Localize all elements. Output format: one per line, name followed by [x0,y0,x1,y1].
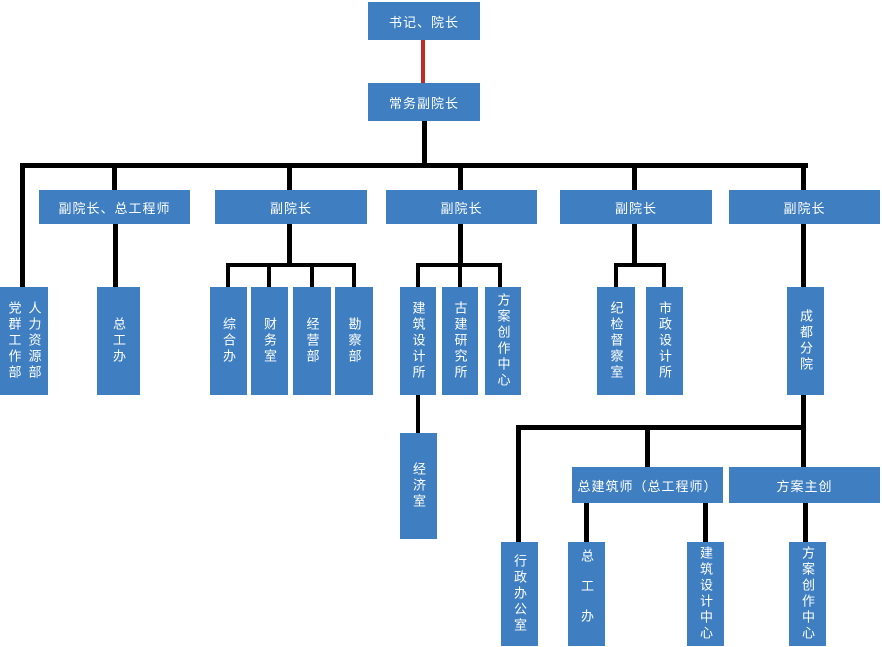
connector-drop-scheme-lead [801,425,806,467]
node-label: 建筑设计所 [410,301,426,381]
node-label: 古建研究所 [452,301,468,381]
connector-vp5-chengdu [801,224,806,287]
node-label: 方案创作中心 [800,546,815,642]
node-party-masses-hr-depts: 党群工作部 人力资源部 [0,287,48,395]
node-scheme-creation-center: 方案创作中心 [485,287,521,395]
node-vp-5: 副院长 [729,190,880,224]
connector-drop-discipline [614,263,618,287]
connector-drop-business [310,263,314,287]
connector-exec-trunk [422,121,427,168]
connector-drop-scheme-center [498,263,502,287]
node-ancient-architecture-institute: 古建研究所 [442,287,478,395]
connector-vp3-trunk [458,224,463,263]
node-admin-office: 行政办公室 [501,542,538,646]
node-label: 成都分院 [798,309,813,373]
node-label: 副院长、总工程师 [58,200,171,216]
node-vp-3: 副院长 [386,190,537,224]
node-label: 市政设计所 [657,301,672,381]
node-chief-engineer-office: 总工办 [97,287,140,395]
connector-main-horizontal [20,163,808,168]
node-vp-chief-engineer: 副院长、总工程师 [39,190,190,224]
node-chengdu-branch: 成都分院 [787,287,824,395]
connector-drop-depts [20,163,25,287]
node-executive-vp: 常务副院长 [368,83,480,121]
connector-drop-ancient-arch [458,263,462,287]
connector-chengdu-trunk [801,395,806,427]
connector-root-red [421,40,425,83]
node-label: 综合办 [221,317,236,365]
node-label: 勘察部 [346,317,362,365]
node-label: 副院长 [269,200,312,216]
node-architecture-design-institute: 建筑设计所 [400,287,436,395]
node-scheme-lead: 方案主创 [729,467,880,503]
node-vp-2: 副院长 [215,190,367,224]
node-label: 总建筑师（总工程师） [577,478,718,494]
connector-drop-vp1 [112,163,117,190]
node-label: 财务室 [262,317,277,365]
node-label: 书记、院长 [388,14,459,30]
node-label: 副院长 [783,200,826,216]
connector-vp2-horizontal [226,263,356,267]
node-label: 纪检督察室 [608,301,624,381]
node-label: 建筑设计中心 [698,546,713,642]
node-general-office: 综合办 [210,287,247,395]
connector-drop-survey [352,263,356,287]
node-label: 总工办 [579,549,594,639]
connector-chengdu-horizontal [516,425,806,430]
connector-ca-ceo-office [584,503,589,542]
node-label: 副院长 [614,200,657,216]
connector-vp1-office [113,224,118,287]
node-secretary-president: 书记、院长 [368,2,480,40]
node-chengdu-scheme-creation-center: 方案创作中心 [789,542,826,646]
node-label: 行政办公室 [512,554,527,634]
node-label-party-masses: 党群工作部 [6,301,22,381]
node-label: 经营部 [304,317,320,365]
node-label: 方案创作中心 [495,293,511,389]
connector-sl-creation-center [803,503,808,542]
node-discipline-inspection-office: 纪检督察室 [597,287,635,395]
node-finance-office: 财务室 [251,287,288,395]
connector-drop-vp3 [458,163,463,190]
node-chengdu-chief-engineer-office: 总工办 [568,542,605,646]
node-label: 总工办 [111,317,126,365]
node-label: 常务副院长 [388,95,459,111]
connector-arch-economics [416,395,420,433]
node-label-hr: 人力资源部 [26,301,42,381]
connector-vp4-trunk [632,224,637,263]
node-economics-office: 经济室 [400,433,437,539]
connector-drop-admin-office [516,425,521,542]
connector-vp2-trunk [287,224,292,263]
connector-ca-design-center [703,503,708,542]
connector-drop-vp5 [801,163,806,190]
node-survey-dept: 勘察部 [335,287,373,395]
connector-drop-arch-institute [416,263,420,287]
node-vp-4: 副院长 [560,190,712,224]
connector-vp4-horizontal [614,263,666,267]
connector-drop-general-office [226,263,230,287]
connector-drop-finance [267,263,271,287]
node-chief-architect: 总建筑师（总工程师） [572,467,723,503]
node-business-dept: 经营部 [293,287,331,395]
node-label: 方案主创 [776,478,833,494]
connector-drop-municipal [662,263,666,287]
connector-drop-chief-architect [645,425,650,467]
node-label: 副院长 [440,200,483,216]
connector-drop-vp4 [632,163,637,190]
node-municipal-design-institute: 市政设计所 [646,287,683,395]
node-label: 经济室 [411,462,426,510]
node-architecture-design-center: 建筑设计中心 [687,542,724,646]
connector-drop-vp2 [287,163,292,190]
